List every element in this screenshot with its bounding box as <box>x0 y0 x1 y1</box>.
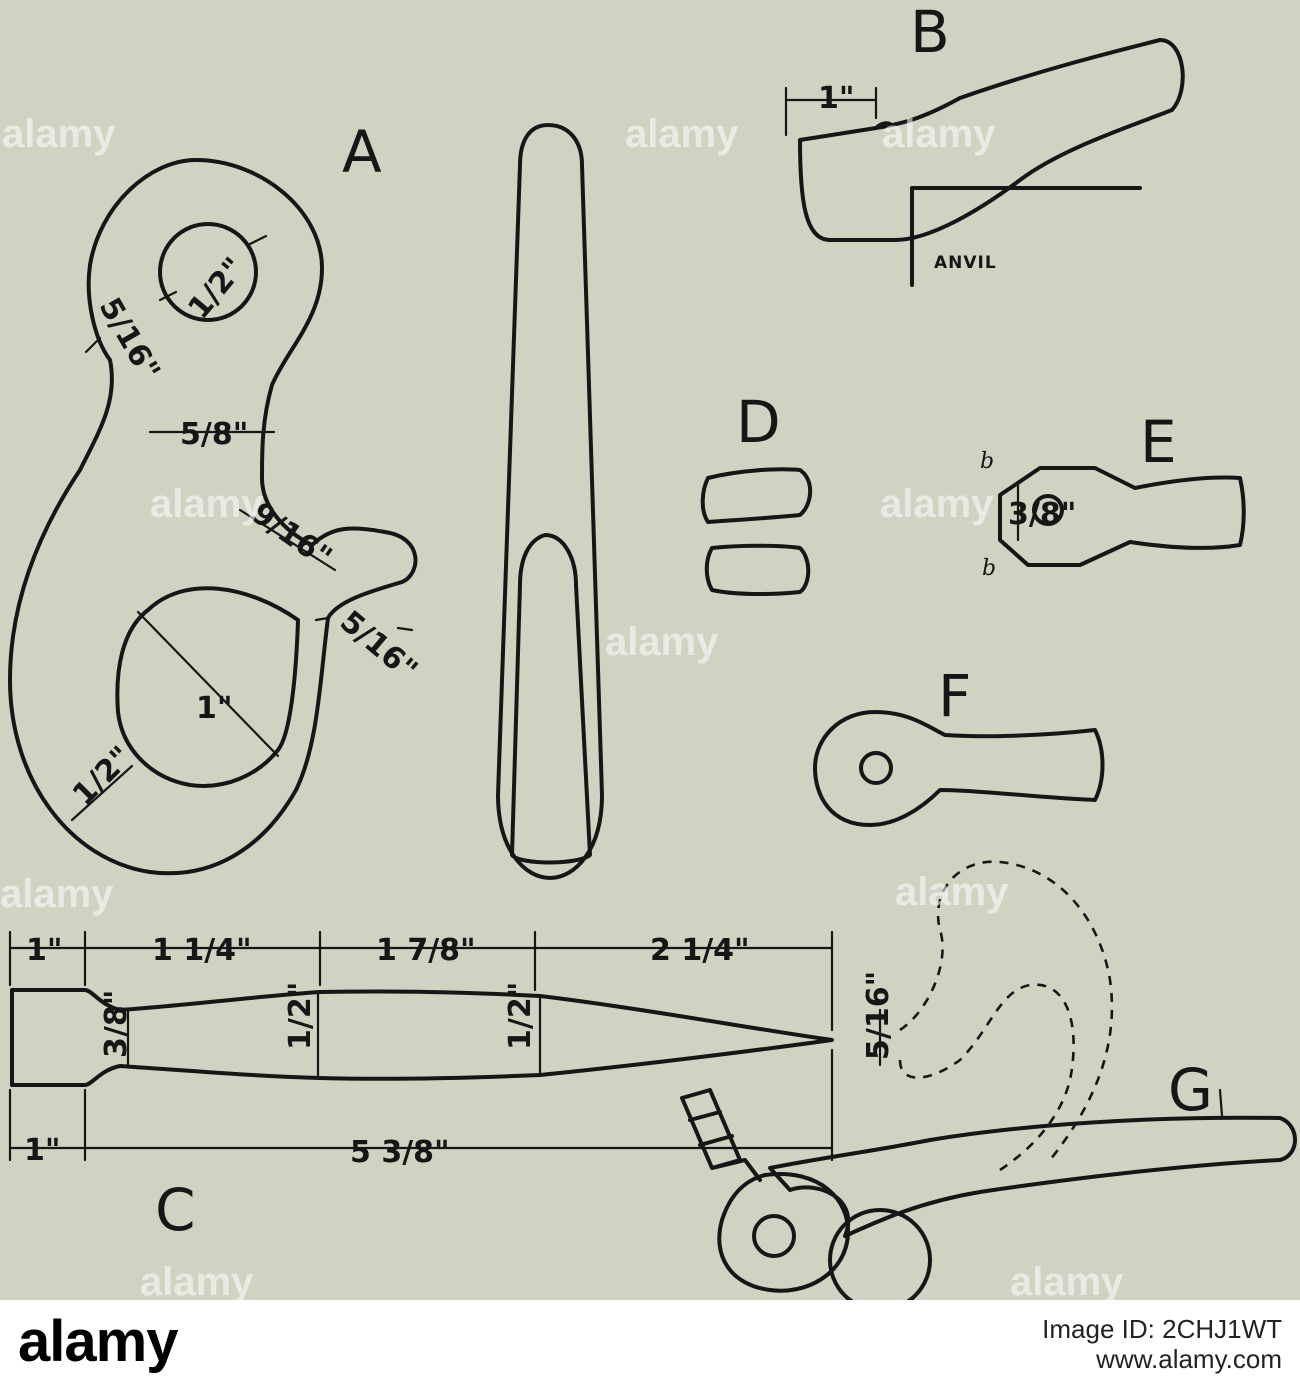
brand-logo: alamy <box>18 1309 178 1374</box>
figure-c <box>8 930 882 1162</box>
dim-c-thick2: 1/2" <box>283 982 318 1050</box>
e-label-b-top: b <box>980 449 994 474</box>
watermark: alamy <box>0 872 114 916</box>
watermark: alamy <box>150 482 264 526</box>
g-bar <box>768 1115 1297 1238</box>
hook-dimension-lines <box>70 234 414 822</box>
dim-c-total1: 1" <box>24 1133 61 1168</box>
site-url: www.alamy.com <box>1096 1344 1282 1374</box>
figure-e <box>998 466 1246 567</box>
watermark: alamy <box>1010 1260 1124 1300</box>
dim-e-hole: 3/8" <box>1008 497 1076 532</box>
dim-c-thick4: 5/16" <box>861 971 896 1060</box>
e-hole <box>1032 494 1064 526</box>
blacksmith-hook-diagram: 1/2" 5/16" 5/8" 9/16" 5/16" 1" 1/2" A 1"… <box>8 0 1297 1300</box>
dim-c-seg4: 2 1/4" <box>650 933 750 968</box>
dim-eye-hole: 1/2" <box>181 251 252 326</box>
figure-f <box>813 710 1105 827</box>
figure-label-d: D <box>736 388 781 456</box>
figure-g <box>680 860 1297 1300</box>
figure-label-b: B <box>910 0 950 66</box>
f-eye-bar <box>813 710 1105 827</box>
anvil-outline <box>910 186 1142 287</box>
e-octagon-head <box>998 466 1246 567</box>
anvil-label: ANVIL <box>934 253 997 273</box>
dim-eye-wall: 5/16" <box>92 292 167 387</box>
figure-label-g: G <box>1168 1056 1213 1124</box>
g-horn-circle <box>828 1208 932 1300</box>
dim-bore: 1" <box>196 691 233 726</box>
hook-bore <box>115 586 300 788</box>
dim-b-end: 1" <box>818 81 855 116</box>
watermark: alamy <box>895 870 1009 914</box>
side-view-slot <box>510 533 592 865</box>
hook-outline <box>8 158 418 876</box>
dim-c-total2: 5 3/8" <box>350 1135 450 1170</box>
footer-bar: alamy Image ID: 2CHJ1WT www.alamy.com <box>0 1300 1300 1390</box>
bar-side-view <box>496 123 604 880</box>
g-eye-hole <box>752 1214 796 1258</box>
eye-hole <box>158 222 258 322</box>
e-label-b-bottom: b <box>982 556 996 581</box>
watermark: alamy <box>882 112 996 156</box>
image-info: Image ID: 2CHJ1WT www.alamy.com <box>1042 1314 1282 1374</box>
g-eye <box>717 1172 851 1293</box>
figure-label-a: A <box>342 118 382 186</box>
g-clamp <box>680 1088 762 1182</box>
bar-on-anvil <box>798 38 1185 242</box>
side-view-outline <box>496 123 604 880</box>
g-dashed-hook-outer <box>899 860 1114 1161</box>
dim-c-thick3: 1/2" <box>503 982 538 1050</box>
figure-label-c: C <box>155 1176 196 1244</box>
watermark: alamy <box>880 482 994 526</box>
watermark: alamy <box>140 1260 254 1300</box>
watermark: alamy <box>625 112 739 156</box>
c-bar-outline <box>10 988 834 1087</box>
diagram-plate: 1/2" 5/16" 5/8" 9/16" 5/16" 1" 1/2" A 1"… <box>0 0 1300 1300</box>
figure-label-e: E <box>1140 408 1177 476</box>
dim-neck: 5/8" <box>180 417 248 452</box>
figure-label-f: F <box>938 662 971 730</box>
watermark: alamy <box>2 112 116 156</box>
dim-c-seg2: 1 1/4" <box>152 933 252 968</box>
dim-c-seg1: 1" <box>26 933 63 968</box>
figure-b <box>784 38 1185 287</box>
watermark: alamy <box>605 620 719 664</box>
figure-d <box>700 467 813 597</box>
dim-c-seg3: 1 7/8" <box>376 933 476 968</box>
d-piece-lower <box>704 543 811 597</box>
hook-figure-a <box>8 158 418 876</box>
image-id: Image ID: 2CHJ1WT <box>1042 1314 1282 1344</box>
dim-bend: 1/2" <box>66 740 139 813</box>
dim-c-thick1: 3/8" <box>99 990 134 1058</box>
f-hole <box>859 751 893 785</box>
dim-tip: 5/16" <box>333 604 424 688</box>
d-piece-upper <box>700 467 813 524</box>
